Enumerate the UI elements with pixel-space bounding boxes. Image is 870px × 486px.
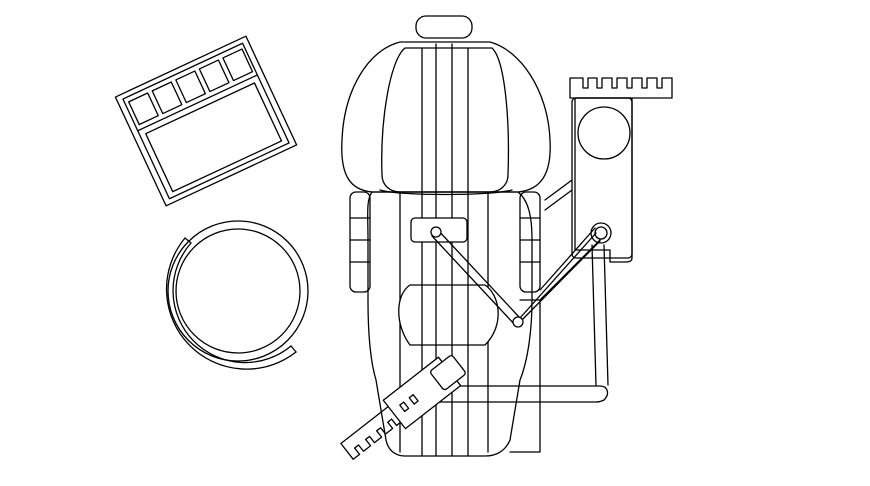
horizontal-rail [431,385,609,403]
monitor-divider [137,74,259,132]
chair-seat-outer [367,191,533,457]
chair-base-plate [509,299,541,453]
stool-outer-ring [167,220,309,362]
foot-control-cap [430,355,466,391]
stool-backrest-outer [165,237,297,370]
monitor-unit [114,35,298,207]
cuspidor-bowl [577,106,631,160]
support-bar-b [603,244,609,386]
chair-right-armrest [519,191,541,293]
chair-waist-band [379,189,513,196]
monitor-outer-frame [114,35,298,207]
arm-joint-1 [430,226,442,238]
arm-pivot-outer [590,222,612,244]
monitor-slot-3 [175,70,207,104]
chair-backrest-outer [341,41,551,193]
delivery-cabinet [574,97,633,263]
chair-backrest-cushion [381,47,510,193]
cabinet-link-b [544,189,573,211]
cabinet-link-a [544,179,573,201]
foot-slot-1 [399,401,410,413]
arm-pivot-inner [594,226,608,240]
monitor-slot-2 [151,81,183,115]
monitor-slot-4 [198,59,230,93]
monitor-screen [145,82,283,193]
stool-backrest-end-a [184,237,192,244]
delivery-cabinet-body [571,97,633,259]
chair-left-armrest [349,191,371,293]
monitor-slot-1 [128,92,159,126]
foot-control-comb [340,405,402,460]
chair-seat-pad [398,284,499,346]
chair-headrest [415,15,473,39]
instrument-holder-bar [569,77,673,99]
monitor-inner-frame [122,42,290,200]
monitor-slot-5 [222,48,254,82]
arm-joint-2 [512,316,524,328]
operator-stool [165,220,309,370]
stool-backrest-inner [172,242,292,364]
stool-backrest-end-b [290,345,297,353]
foot-control [340,355,466,460]
delivery-unit [430,77,673,403]
foot-slot-2 [408,394,419,405]
pivot-link-a [539,227,596,291]
stool-inner-ring [175,228,301,354]
support-bar-a [591,244,597,386]
pivot-link-b [539,239,601,301]
